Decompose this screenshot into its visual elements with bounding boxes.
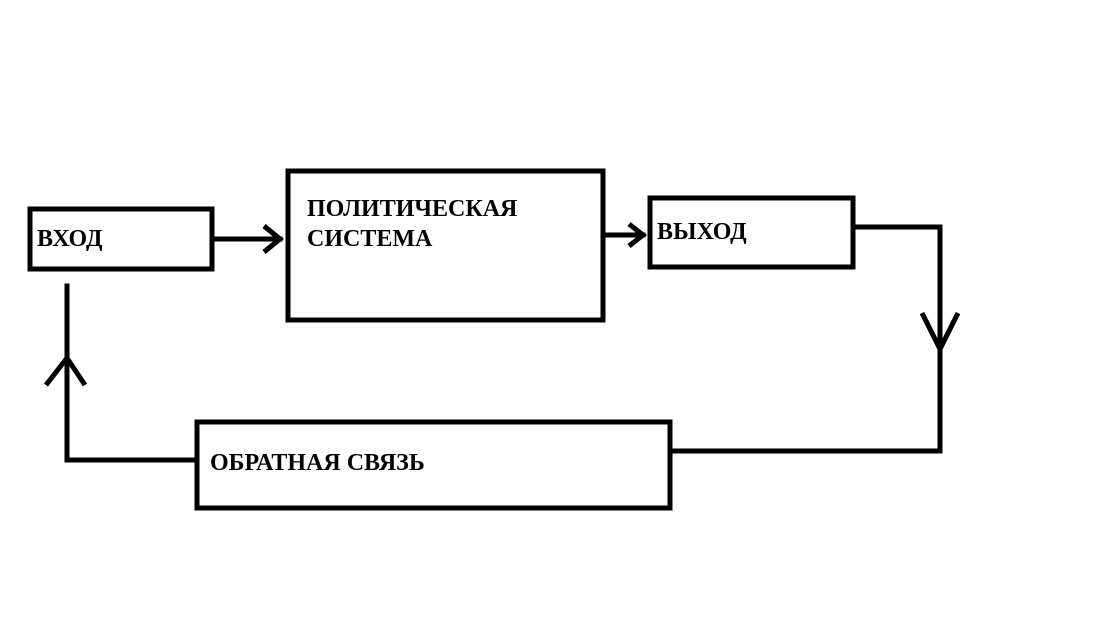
arrow-system-to-output <box>600 222 648 248</box>
connector-feedback-input <box>64 283 200 463</box>
arrow-output-to-feedback <box>671 224 961 454</box>
connector-output-feedback <box>671 224 943 454</box>
output-node: ВЫХОД <box>647 195 856 270</box>
arrowhead-down-icon <box>919 311 961 355</box>
system-label-line2: СИСТЕМА <box>307 226 433 252</box>
arrowhead-right-icon <box>627 222 648 248</box>
output-label: ВЫХОД <box>657 219 747 245</box>
arrowhead-up-icon <box>44 353 88 387</box>
input-node: ВХОД <box>27 206 215 272</box>
feedback-node: ОБРАТНАЯ СВЯЗЬ <box>194 419 673 511</box>
arrowhead-right-icon <box>262 224 284 254</box>
feedback-box <box>194 419 673 511</box>
input-box <box>27 206 215 272</box>
input-label: ВХОД <box>37 226 103 252</box>
arrow-input-to-system <box>209 224 284 254</box>
output-box <box>647 195 856 270</box>
system-box <box>285 168 606 323</box>
system-node: ПОЛИТИЧЕСКАЯ СИСТЕМА <box>285 168 606 323</box>
feedback-label: ОБРАТНАЯ СВЯЗЬ <box>210 450 425 476</box>
system-label-line1: ПОЛИТИЧЕСКАЯ <box>307 196 517 222</box>
arrow-feedback-to-input <box>44 283 200 463</box>
